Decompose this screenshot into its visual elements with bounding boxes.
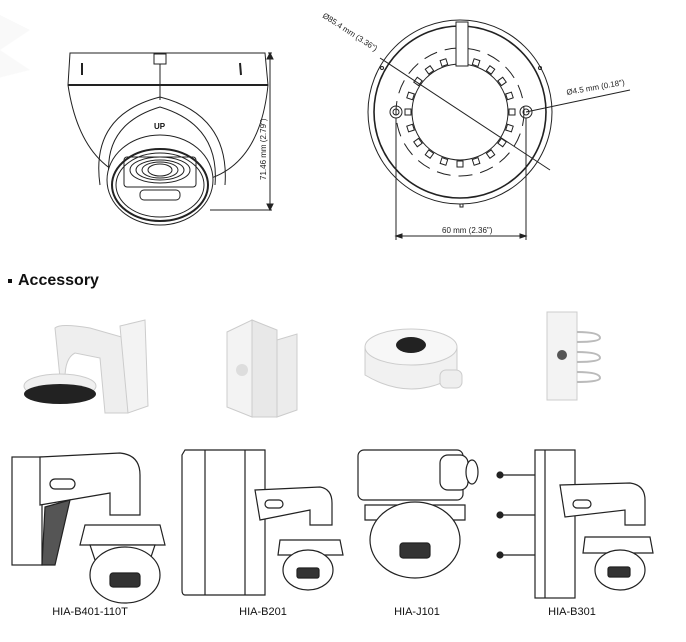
spacing-dimension-label: 60 mm (2.36") — [442, 226, 493, 235]
accessory-heading: Accessory — [8, 272, 99, 290]
height-dimension-label: 71.46 mm (2.79") — [259, 118, 268, 180]
diameter-dimension-label: Ø85.4 mm (3.36") — [321, 11, 379, 53]
mounting-tab — [471, 157, 481, 166]
mounting-tab — [497, 76, 507, 87]
model-label-hia-b301: HIA-B301 — [548, 606, 596, 618]
mounting-tab — [424, 149, 435, 159]
install-drawing-corner-mount — [181, 449, 344, 596]
hole-dimension-label: Ø4.5 mm (0.18") — [566, 78, 626, 97]
bottom-view-drawing: Ø85.4 mm (3.36") Ø4.5 mm (0.18") 60 mm (… — [321, 11, 631, 240]
product-photo-wall-mount — [23, 319, 149, 414]
mounting-tab — [439, 58, 449, 67]
product-photo-corner-mount — [226, 319, 298, 418]
mounting-tab — [471, 58, 481, 67]
accessory-title: Accessory — [18, 272, 99, 289]
mounting-tab — [424, 65, 435, 75]
mounting-tab — [505, 91, 514, 101]
mounting-tab — [508, 108, 516, 116]
install-drawing-junction-box — [357, 449, 479, 579]
logo-text: UP — [154, 122, 166, 131]
model-label-hia-b201: HIA-B201 — [239, 606, 287, 618]
product-photo-pole-mount — [546, 311, 602, 401]
mounting-tab — [485, 65, 496, 75]
mounting-tabs — [404, 56, 516, 168]
mounting-tab — [439, 157, 449, 166]
mounting-tab — [485, 149, 496, 159]
mounting-tab — [406, 91, 415, 101]
bullet-icon — [8, 279, 12, 283]
install-drawing-pole-mount — [496, 449, 654, 599]
install-drawing-wall-mount — [11, 452, 166, 604]
side-view-drawing: UP 71.46 mm (2.79") — [67, 51, 274, 226]
mounting-tab — [404, 108, 412, 116]
mounting-tab — [505, 123, 514, 133]
mounting-tab — [406, 123, 415, 133]
mounting-tab — [413, 76, 423, 87]
watermark-logo — [0, 15, 30, 78]
model-label-hia-j101: HIA-J101 — [394, 606, 440, 618]
model-label-hia-b401-110t: HIA-B401-110T — [52, 606, 128, 618]
mounting-tab — [456, 160, 464, 168]
mounting-tab — [413, 137, 423, 148]
product-photo-junction-box — [364, 328, 463, 390]
